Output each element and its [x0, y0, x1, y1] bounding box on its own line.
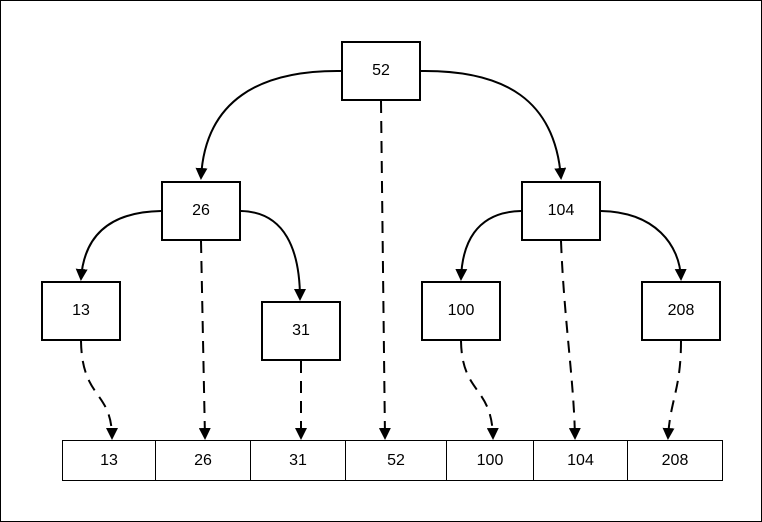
edge-52-26 [195, 69, 342, 180]
link-208 [662, 340, 682, 440]
link-100 [460, 340, 499, 440]
array-cell: 31 [251, 441, 346, 480]
array-cell: 26 [156, 441, 251, 480]
link-26 [198, 240, 211, 440]
edge-104-208 [600, 210, 687, 281]
array-cell: 208 [661, 451, 689, 469]
node-26: 26 [161, 181, 241, 241]
array-cell: 104 [534, 441, 628, 480]
node-208: 208 [641, 281, 721, 341]
link-104 [560, 240, 581, 440]
node-13: 13 [41, 281, 121, 341]
edge-26-13 [75, 210, 162, 281]
node-31: 31 [261, 301, 341, 361]
array-cell: 100 [447, 441, 534, 480]
node-52: 52 [341, 41, 421, 101]
node-100: 100 [421, 281, 501, 341]
array-cell: 13 [63, 441, 156, 480]
edge-104-100 [455, 210, 522, 281]
node-104: 104 [521, 181, 601, 241]
sorted-array: 13 26 31 52 100 104 208 [62, 440, 723, 481]
link-13 [80, 340, 118, 440]
link-52 [378, 100, 391, 440]
edge-26-31 [240, 210, 306, 301]
edge-52-104 [420, 69, 567, 180]
array-cell: 52 [346, 441, 447, 480]
